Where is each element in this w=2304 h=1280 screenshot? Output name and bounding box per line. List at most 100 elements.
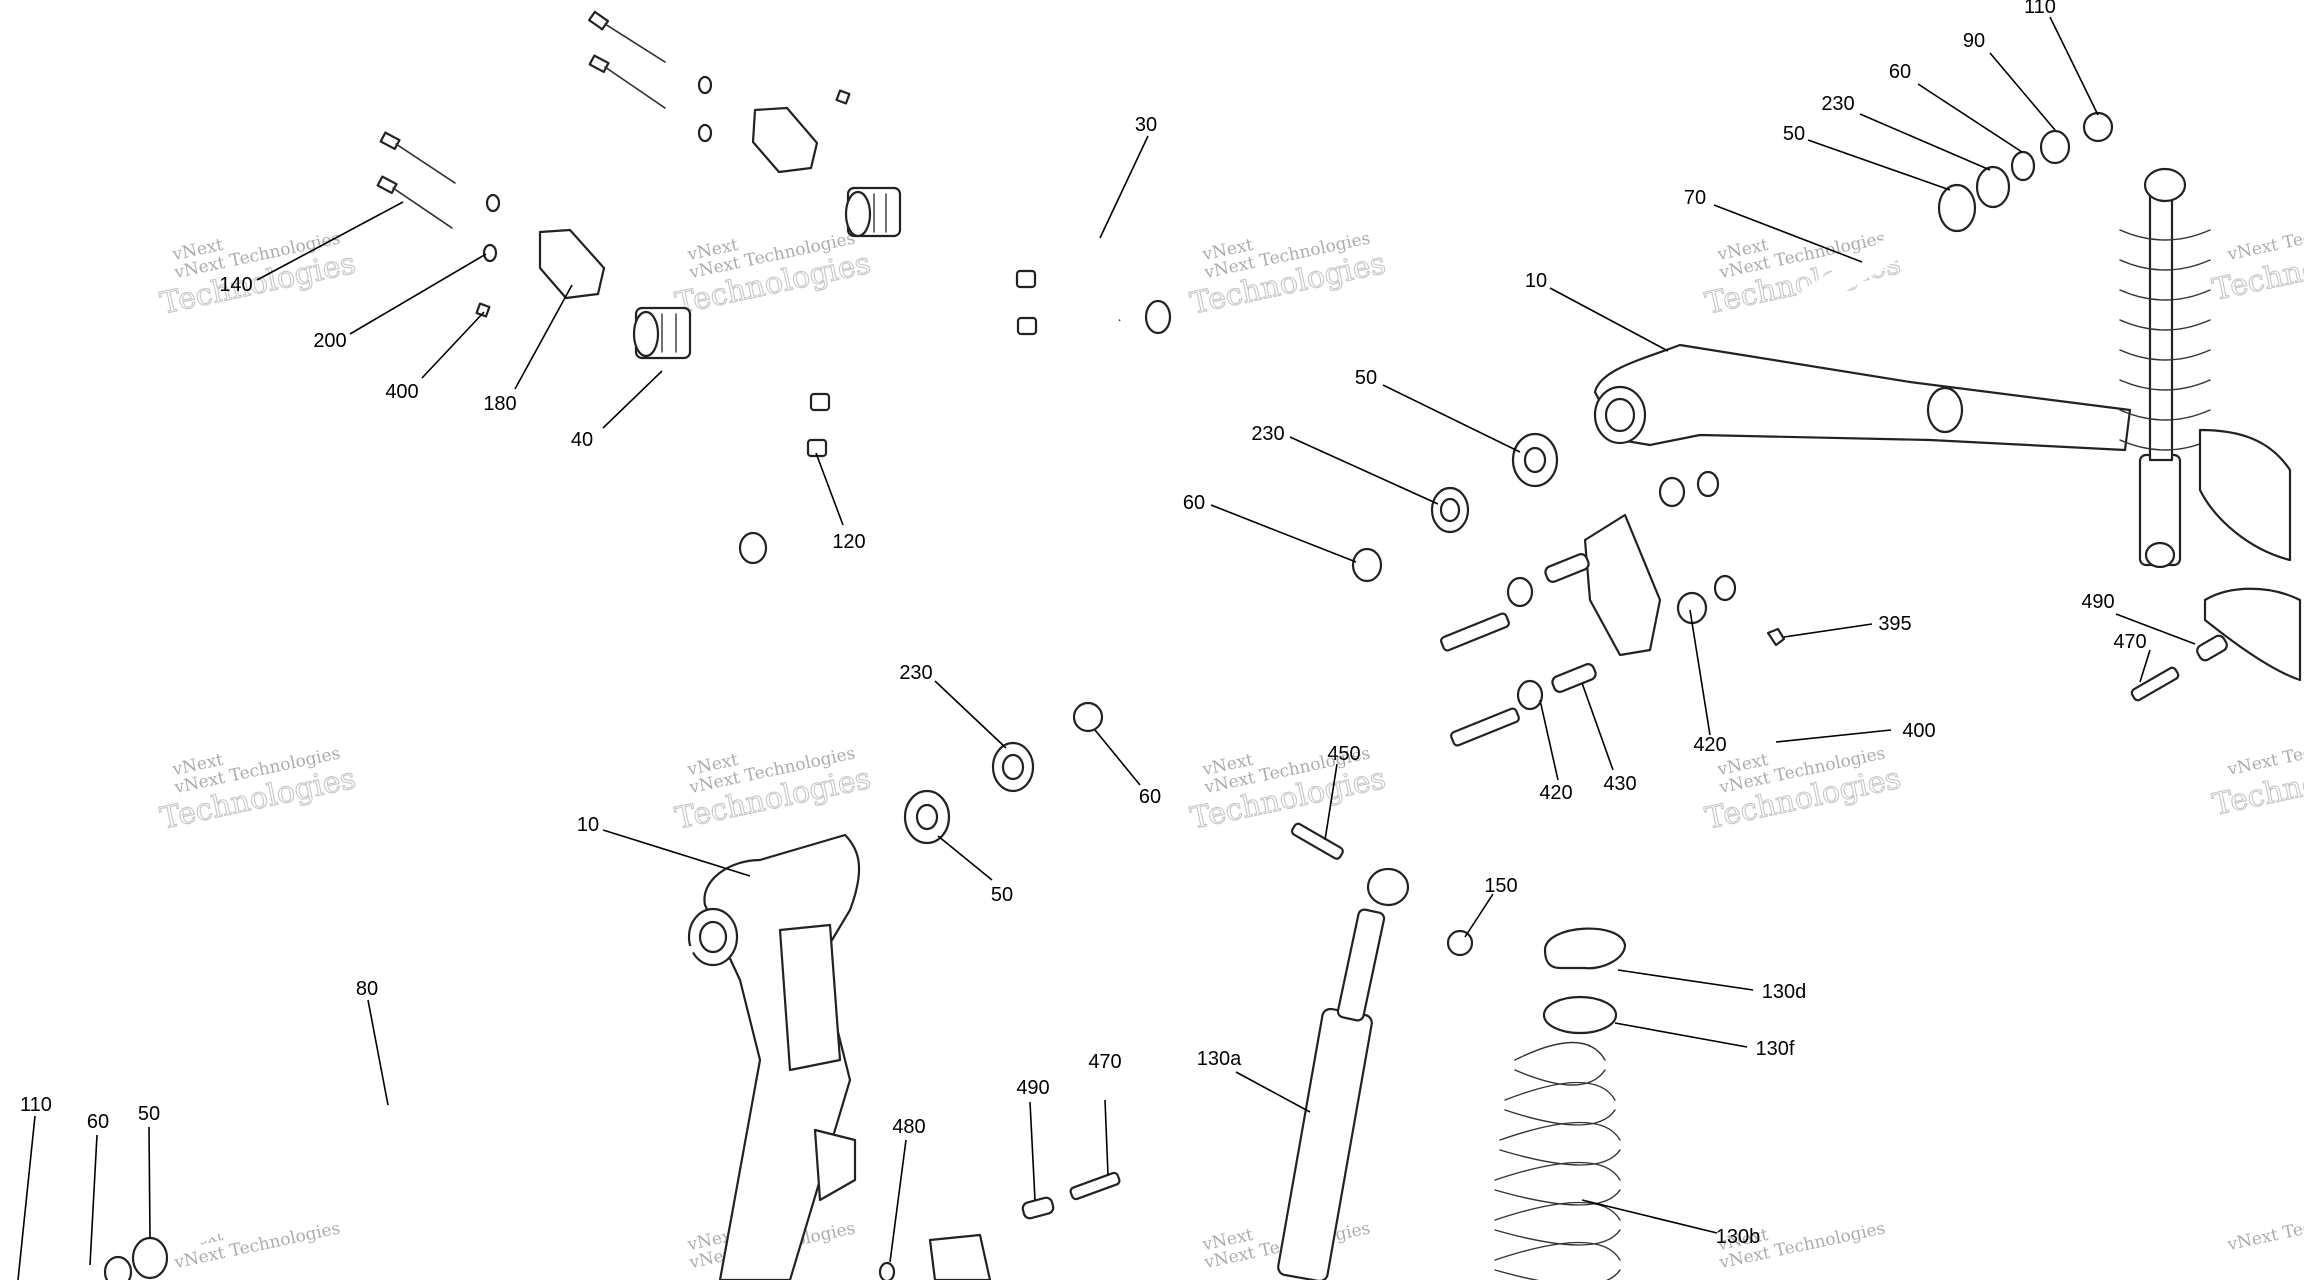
spacer-part [103,1255,133,1280]
spring-seat-part [1543,927,1627,970]
callout-130d: 130d [1762,981,1807,1003]
callout-230-mid: 230 [1251,423,1284,445]
bushing-part [1516,679,1544,711]
bolt-part [1069,1171,1121,1201]
bracket-part [778,923,842,1072]
nut-part [1713,574,1737,602]
callout-490-low: 490 [1016,1077,1049,1099]
callout-470-right: 470 [2113,631,2146,653]
watermark: vNext Technologies Technologies [2209,725,2304,823]
spring-retainer-part [1542,995,1618,1035]
sleeve-part [1551,663,1597,693]
callout-110-low: 110 [20,1094,52,1116]
callout-480: 480 [892,1116,925,1138]
callout-450: 450 [1327,743,1360,765]
coil-spring-part [1494,1041,1621,1280]
clip-part [1766,627,1786,647]
callout-420-b: 420 [1539,782,1572,804]
bushing-part [844,186,902,238]
callout-400-right: 400 [1902,720,1935,742]
link-plate-part [1583,513,1662,657]
callout-50-mid: 50 [1355,367,1377,389]
callout-130b: 130b [1716,1226,1761,1248]
clamp-part [751,106,819,174]
callout-120: 120 [832,531,865,553]
clamp-part [538,228,606,300]
callout-60-mid: 60 [1183,492,1205,514]
callout-90: 90 [1963,30,1985,52]
watermark: vNext vNext Technologies Technologies [1187,743,1390,837]
leader-lines [17,16,2196,1280]
spacer-part [1351,547,1383,583]
shock-absorber-part [2119,167,2211,569]
callout-60-top: 60 [1889,61,1911,83]
nut-part [1696,470,1720,498]
bolt-part [1290,822,1344,860]
callout-230-top: 230 [1821,93,1854,115]
bushing-part [632,306,692,360]
callout-50-top: 50 [1783,123,1805,145]
callout-490-right: 490 [2081,591,2114,613]
watermark: vNext vNext Technologies Technologies [157,743,360,837]
callout-60-bottom: 60 [87,1111,109,1133]
parts-layer [103,10,2302,1280]
callout-30: 30 [1135,114,1157,136]
guard-part [2203,587,2302,682]
pin-part [2196,634,2228,662]
bolt-part [379,131,456,184]
nut-part [2082,111,2114,143]
callout-140: 140 [219,274,252,296]
grease-fitting-part [835,89,851,105]
callout-130a: 130a [1197,1048,1242,1070]
bracket-part [813,1128,857,1202]
watermark: vNext vNext Technologies Technologies [672,743,875,837]
seal-part [1975,165,2011,209]
bolt-part [1440,612,1510,652]
shock-absorber-part [1277,867,1410,1280]
pin-part [1021,1196,1055,1220]
callout-labels: 110 90 60 230 50 70 10 30 140 200 400 18… [20,0,2147,1248]
bearing-part [131,1236,169,1280]
grease-fitting-part [475,302,491,318]
watermark: vNext Technologies Technologies [2209,210,2304,308]
washer-part [697,123,713,143]
bushing-part [1506,576,1534,608]
washer-part [482,243,498,263]
nut-part [1446,929,1474,957]
callout-150: 150 [1484,875,1517,897]
bushing-part [1658,476,1686,508]
watermark: vNext Technologies [2225,1200,2304,1255]
nut-part [878,1261,896,1280]
callout-60-low: 60 [1139,786,1161,808]
nut-part [809,392,831,412]
washer-part [485,193,501,213]
sleeve-part [167,1162,313,1253]
callout-420-a: 420 [1693,734,1726,756]
washer-part [697,75,713,95]
callout-70: 70 [1684,187,1706,209]
bolt-part [376,175,453,229]
bolt-part [588,10,666,63]
callout-230-low: 230 [899,662,932,684]
watermark: vNext vNext Technologies Technologies [1187,228,1390,322]
nut-part [1015,269,1037,289]
control-arm-part [1593,343,2132,452]
callout-10-low: 10 [577,814,599,836]
callout-80: 80 [356,978,378,1000]
bracket-part [928,1233,992,1280]
callout-180: 180 [483,393,516,415]
nut-part [1016,316,1038,336]
bolt-part [588,54,666,109]
callout-10-top: 10 [1525,270,1547,292]
sleeve-part [1544,553,1590,583]
svg-text:vNext Technologies: vNext Technologies [2225,1200,2304,1255]
bearing-part [1937,183,1977,233]
callout-130f: 130f [1756,1038,1795,1060]
watermark: vNext vNext Technologies Technologies [157,228,360,322]
bolt-part [2130,666,2180,702]
shaft-part [306,946,694,1159]
spacer-part [2010,150,2036,182]
callout-50-low: 50 [991,884,1013,906]
